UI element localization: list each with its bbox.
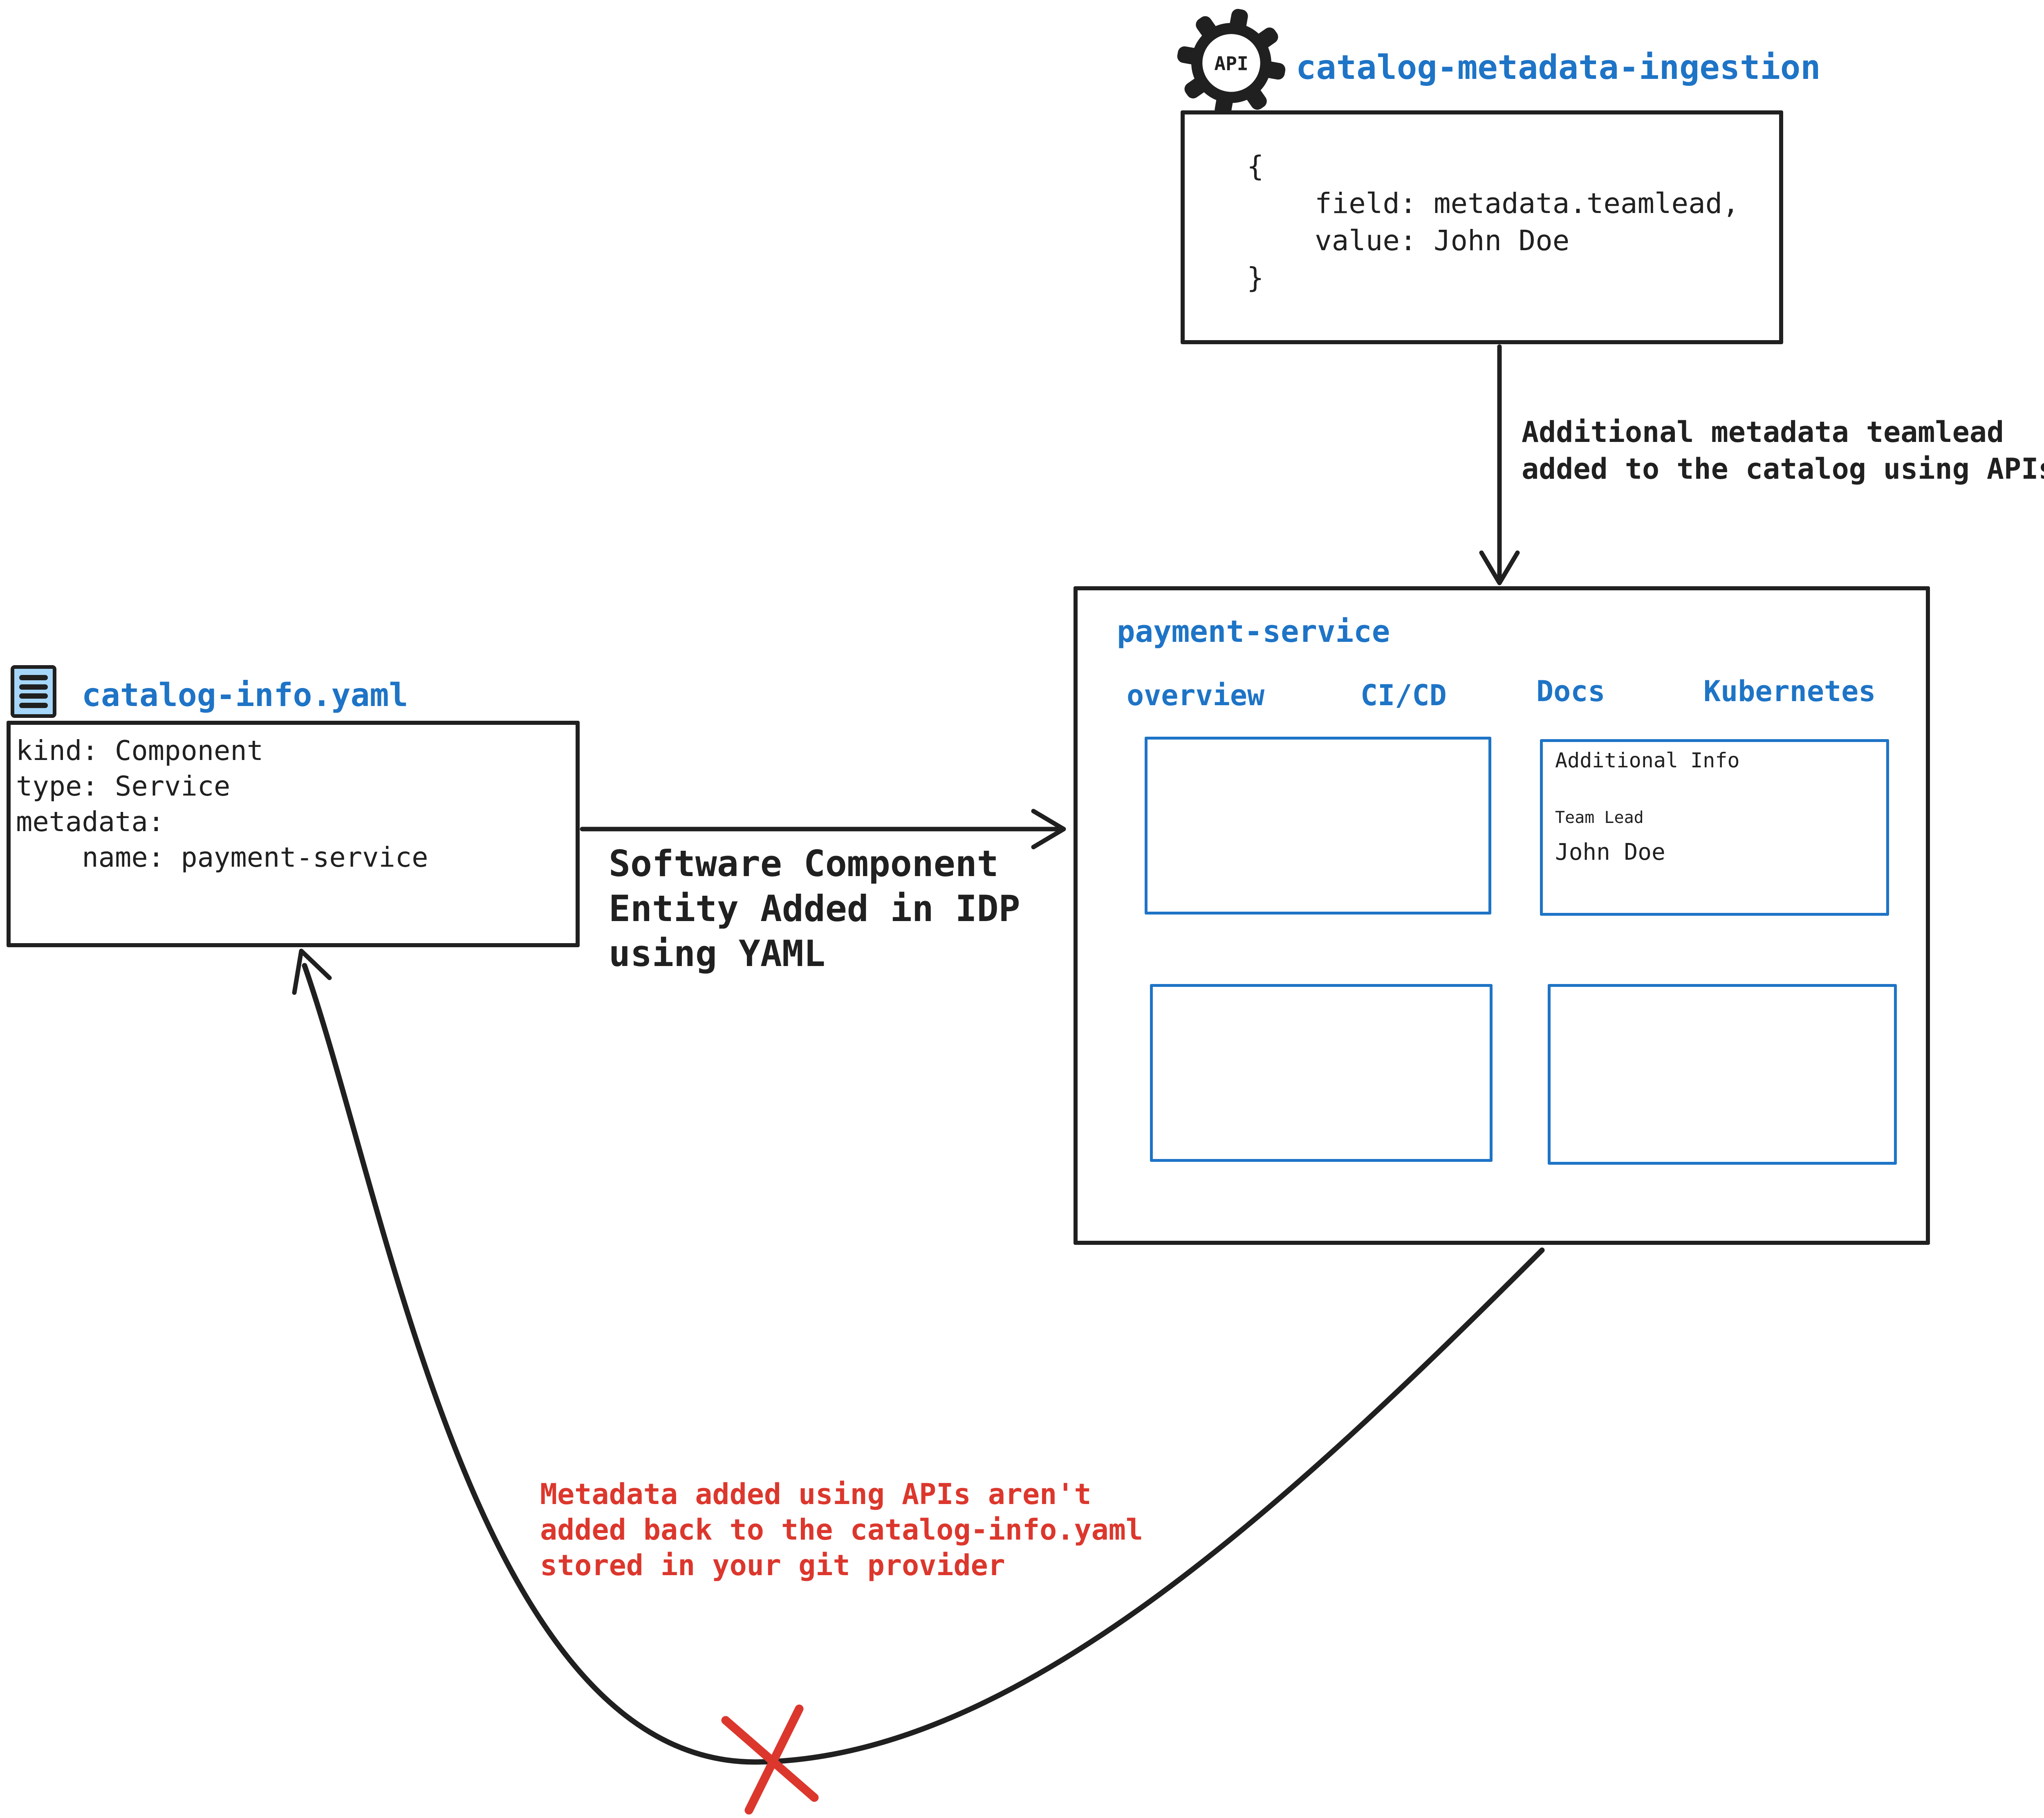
blocked-x-stroke-2	[721, 1716, 819, 1802]
yaml-arrow-caption: Software Component Entity Added in IDP u…	[609, 843, 1020, 975]
arrow-yaml-to-service-head	[1031, 809, 1066, 850]
yaml-file-icon	[11, 665, 56, 718]
catalog-info-filename: catalog-info.yaml	[82, 677, 408, 714]
payment-service-title: payment-service	[1117, 614, 1390, 649]
content-box-bottom-left	[1150, 984, 1493, 1162]
tab-cicd[interactable]: CI/CD	[1360, 679, 1447, 712]
additional-info-heading: Additional Info	[1555, 749, 1740, 772]
feedback-note: Metadata added using APIs aren't added b…	[540, 1477, 1143, 1582]
content-box-top-left	[1145, 737, 1491, 915]
tab-overview[interactable]: overview	[1127, 679, 1265, 712]
api-gear-label: API	[1214, 53, 1248, 75]
catalog-info-code: kind: Component type: Service metadata: …	[16, 735, 428, 873]
team-lead-value: John Doe	[1555, 839, 1665, 865]
api-gear-icon: API	[1176, 7, 1287, 119]
ingestion-code-box: { field: metadata.teamlead, value: John …	[1181, 110, 1783, 344]
curve-service-to-yaml	[302, 963, 1545, 1765]
curve-service-to-yaml-head	[292, 948, 332, 995]
content-box-bottom-right	[1548, 984, 1897, 1165]
arrow-api-to-service-head	[1479, 550, 1520, 585]
ingestion-title: catalog-metadata-ingestion	[1296, 48, 1821, 87]
team-lead-label: Team Lead	[1555, 808, 1644, 827]
tab-docs[interactable]: Docs	[1536, 675, 1605, 708]
ingestion-code: { field: metadata.teamlead, value: John …	[1247, 150, 1739, 294]
payment-service-panel: payment-service overview CI/CD Docs Kube…	[1074, 586, 1930, 1245]
catalog-info-box: kind: Component type: Service metadata: …	[7, 721, 580, 947]
tab-kubernetes[interactable]: Kubernetes	[1703, 675, 1876, 708]
additional-info-box: Additional Info Team Lead John Doe	[1540, 739, 1889, 916]
api-arrow-caption: Additional metadata teamlead added to th…	[1522, 415, 2044, 486]
